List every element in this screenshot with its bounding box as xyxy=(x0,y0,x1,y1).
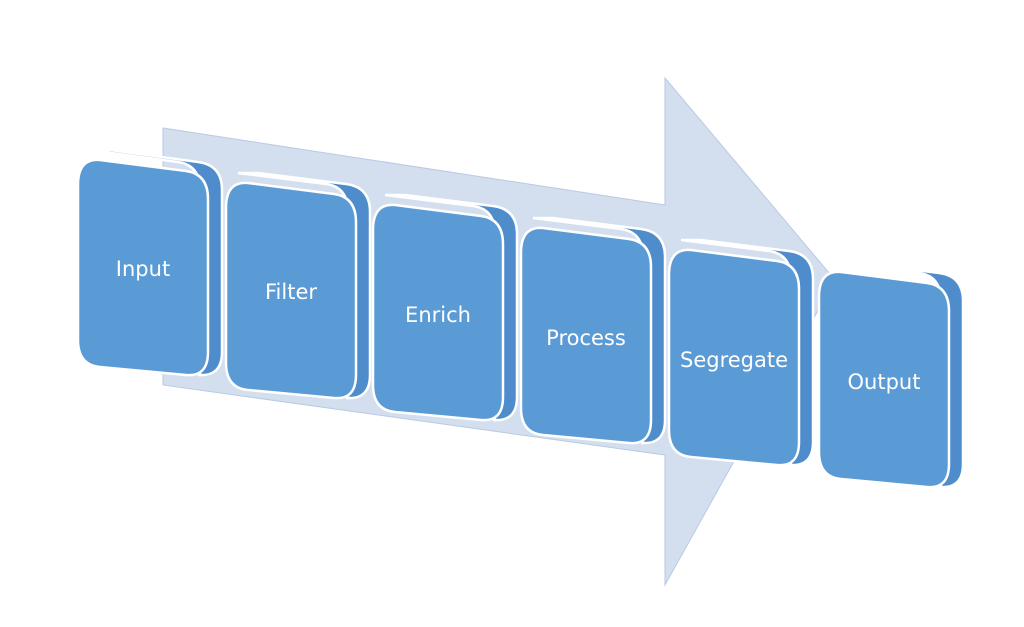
block-face xyxy=(667,248,801,467)
step-label-input: Input xyxy=(116,257,170,281)
block-face xyxy=(76,158,210,377)
step-label-filter: Filter xyxy=(265,280,317,304)
step-label-segregate: Segregate xyxy=(680,348,788,372)
step-block-filter: Filter xyxy=(224,171,372,400)
step-block-process: Process xyxy=(519,216,667,445)
block-face xyxy=(519,226,653,445)
step-block-input: Input xyxy=(76,148,224,377)
block-face xyxy=(817,270,951,489)
step-label-enrich: Enrich xyxy=(405,303,471,327)
step-label-process: Process xyxy=(546,326,626,350)
step-block-segregate: Segregate xyxy=(667,238,815,467)
block-face xyxy=(224,181,358,400)
step-block-enrich: Enrich xyxy=(371,193,519,422)
step-label-output: Output xyxy=(848,370,921,394)
block-face xyxy=(371,203,505,422)
step-block-output: Output xyxy=(817,260,965,489)
